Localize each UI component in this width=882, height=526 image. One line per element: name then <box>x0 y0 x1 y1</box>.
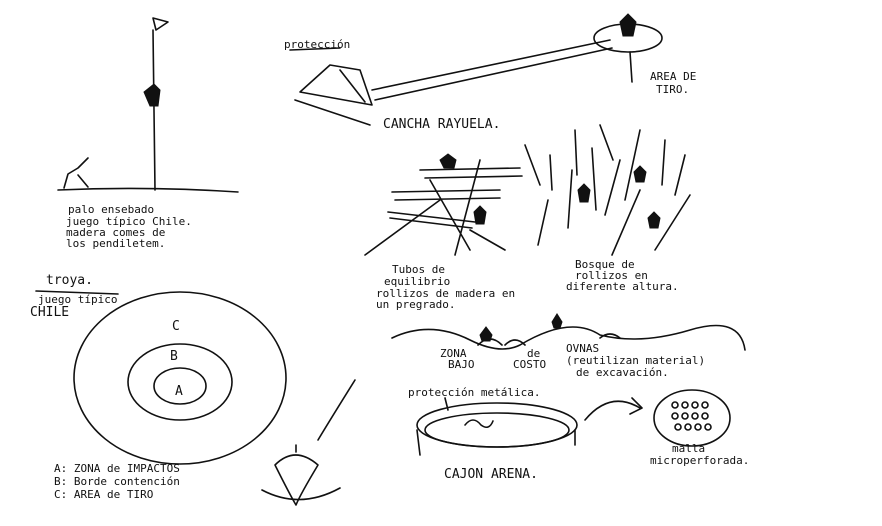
ovnas-label: OVNAS <box>566 342 599 355</box>
zona-label: ZONA <box>440 347 467 360</box>
palo-ensebado-drawing <box>57 17 239 193</box>
rayuela-title: CANCHA RAYUELA. <box>383 117 500 132</box>
svg-text:palo ensebado: palo ensebado <box>68 203 154 216</box>
ring-c-label: C <box>172 319 180 334</box>
troya-target-drawing <box>73 291 287 465</box>
proteccion-metalica-label: protección metálica. <box>408 386 540 399</box>
svg-text:equilibrio: equilibrio <box>384 275 450 288</box>
bosque-rollizos-drawing <box>524 124 691 256</box>
ovnas-hills-drawing <box>391 313 746 351</box>
svg-text:rollizos en: rollizos en <box>575 269 648 282</box>
cajon-arena-title: CAJON ARENA. <box>444 467 538 482</box>
ring-b-label: B <box>170 349 178 364</box>
ring-a-label: A <box>175 384 183 399</box>
troya-legend-a: A: ZONA de IMPACTOS <box>54 462 180 475</box>
tubos-caption: Tubos de equilibrio rollizos de madera e… <box>376 263 515 311</box>
troya-chile: CHILE <box>30 305 69 320</box>
svg-text:un pregrado.: un pregrado. <box>376 298 455 311</box>
svg-text:rollizos de madera en: rollizos de madera en <box>376 287 515 300</box>
svg-text:Tubos de: Tubos de <box>392 263 445 276</box>
troya-legend-b: B: Borde contención <box>54 475 180 488</box>
palo-caption: palo ensebado juego típico Chile. madera… <box>66 203 192 250</box>
troya-subtitle: juego típico <box>38 293 117 306</box>
svg-text:madera comes de: madera comes de <box>66 226 165 239</box>
reutilizan-label: (reutilizan material) <box>566 354 705 367</box>
bajo-label: BAJO <box>448 358 475 371</box>
trompo-drawing <box>261 379 356 506</box>
rayuela-area-label: AREA DE <box>650 70 696 83</box>
troya-title: troya. <box>46 273 93 288</box>
rayuela-area-label-2: TIRO. <box>656 83 689 96</box>
bosque-caption: Bosque de rollizos en diferente altura. <box>566 258 679 293</box>
svg-text:diferente altura.: diferente altura. <box>566 280 679 293</box>
cajon-arena-drawing <box>416 389 731 456</box>
svg-text:los pendiletem.: los pendiletem. <box>66 237 165 250</box>
troya-legend-c: C: AREA de TIRO <box>54 488 153 501</box>
cancha-rayuela-drawing <box>289 13 663 126</box>
svg-text:juego típico Chile.: juego típico Chile. <box>66 215 192 228</box>
tubos-equilibrio-drawing <box>364 153 523 256</box>
de-label: de <box>527 347 540 360</box>
svg-text:Bosque de: Bosque de <box>575 258 635 271</box>
costo-label: COSTO <box>513 358 546 371</box>
excavacion-label: de excavación. <box>576 366 669 379</box>
rayuela-proteccion-label: protección <box>284 38 350 51</box>
microperforada-label: microperforada. <box>650 454 749 467</box>
malla-label: malla <box>672 442 705 455</box>
